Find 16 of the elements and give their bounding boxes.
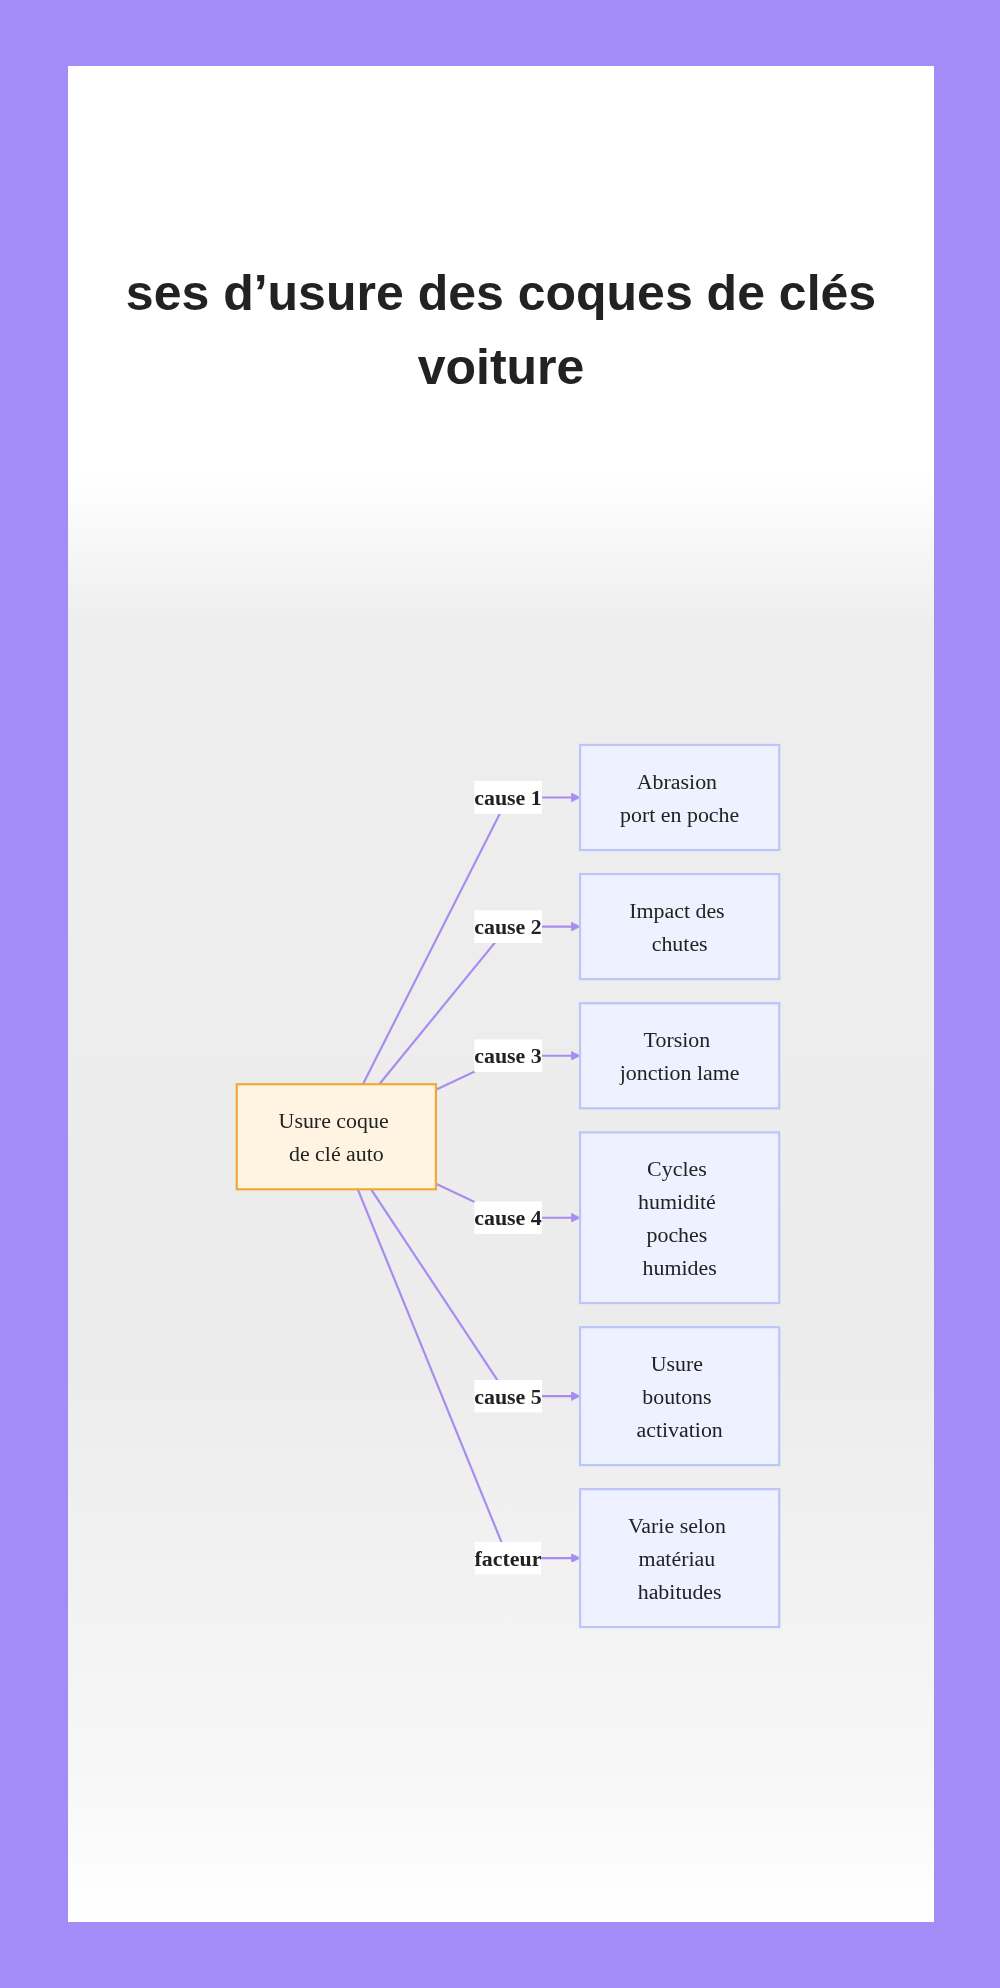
- edge-label: cause 4: [474, 1205, 542, 1230]
- title: ses d’usure des coques de clés voiture: [124, 264, 878, 397]
- edge-label: cause 1: [474, 785, 542, 810]
- edge-label: cause 5: [474, 1384, 542, 1409]
- edge-label: cause 2: [474, 914, 542, 939]
- node-box: Usure coque de clé auto: [235, 1083, 438, 1191]
- edge-label: cause 3: [474, 1043, 542, 1068]
- node-box: Usure boutons activation: [578, 1326, 781, 1467]
- node-box: Cycles humidité poches humides: [578, 1131, 781, 1305]
- node-box: Varie selon matériau habitudes: [578, 1488, 781, 1629]
- arrow: [361, 792, 581, 1085]
- node-box: Torsion jonction lame: [578, 1002, 781, 1110]
- node-box: Impact des chutes: [578, 873, 781, 981]
- arrow: [378, 921, 581, 1085]
- node-box: Abrasion port en poche: [578, 743, 781, 852]
- edge-label: facteur: [474, 1546, 542, 1571]
